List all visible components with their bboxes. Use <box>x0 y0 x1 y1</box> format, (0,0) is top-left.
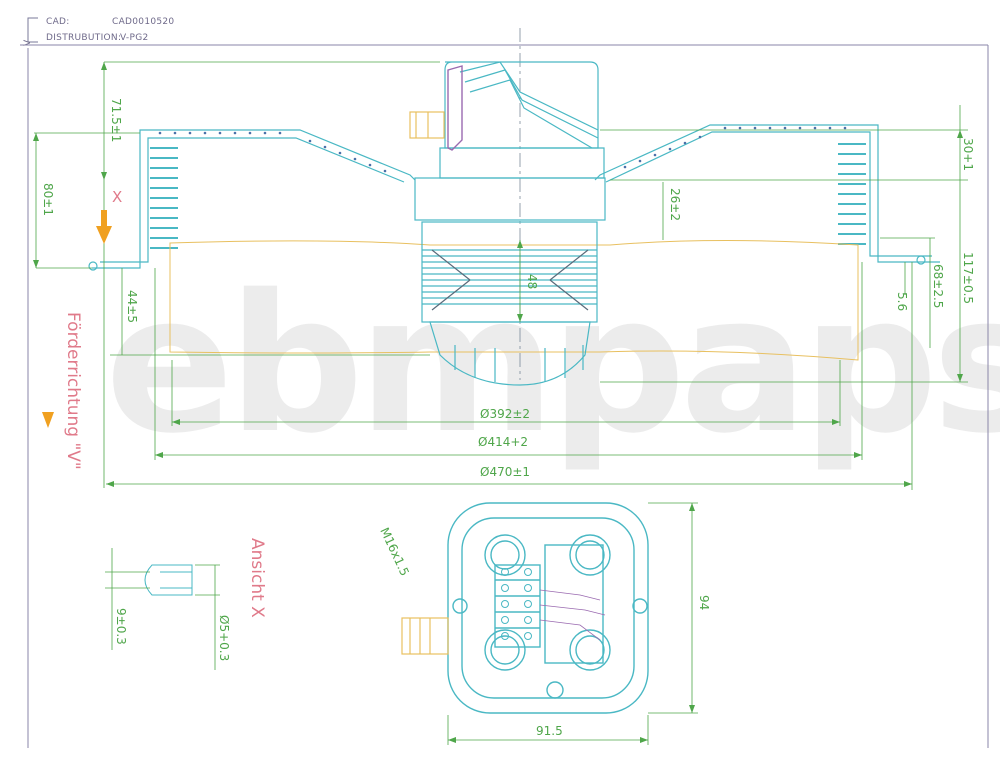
wiring <box>539 589 606 641</box>
dim-dia-392: Ø392±2 <box>480 407 530 421</box>
flow-direction-label: Förderrichtung "V" <box>63 312 83 470</box>
distribution-value: V-PG2 <box>120 33 149 43</box>
view-x-arrow-icon <box>96 210 112 244</box>
dim-left-lower: 44±5 <box>125 290 139 323</box>
corner-mark: V <box>23 39 33 46</box>
dimension-lines <box>34 61 968 490</box>
dim-right-outer: 117±0.5 <box>961 252 975 304</box>
seal-profile <box>447 65 463 151</box>
dimension-arrows <box>33 62 963 487</box>
dim-thread: M16x1.5 <box>377 525 412 578</box>
view-label: Ansicht X <box>247 538 267 618</box>
box-dim-arrows <box>448 503 695 743</box>
motor <box>421 221 598 386</box>
flow-direction-arrow-icon <box>42 396 54 428</box>
terminal-box-top <box>414 61 606 221</box>
dim-dia-414: Ø414+2 <box>478 435 528 449</box>
dim-slot-dia: Ø5+0.3 <box>217 615 231 661</box>
housing-dots-left <box>158 131 387 173</box>
housing-slots-right <box>838 143 866 245</box>
view-x-label: X <box>112 188 122 206</box>
impeller-outline <box>169 240 859 361</box>
distribution-label: DISTRUBUTION: <box>46 33 121 43</box>
housing-dots-right <box>623 126 847 169</box>
fan-housing <box>88 124 940 271</box>
cad-label: CAD: <box>46 17 70 27</box>
box-dims <box>447 502 698 745</box>
dim-top-height: 71.5±1 <box>109 98 123 142</box>
dim-right-inner: 68±2.5 <box>931 264 945 308</box>
dim-box-width: 91.5 <box>536 724 563 738</box>
dim-left-height: 80±1 <box>41 183 55 216</box>
dim-motor-height: 48 <box>525 274 539 289</box>
terminal-screws <box>501 568 532 640</box>
housing-slots-left <box>150 147 178 249</box>
slot-detail <box>144 564 193 596</box>
cable-gland-view <box>401 617 449 655</box>
dim-hub-offset: 26±2 <box>668 188 682 221</box>
terminal-box-view <box>447 502 649 714</box>
dim-slot-width: 9±0.3 <box>114 608 128 645</box>
cable-gland-top <box>409 111 445 139</box>
slot-dims <box>105 548 220 670</box>
title-header: V CAD: CAD0010520 DISTRUBUTION: V-PG2 <box>20 17 988 46</box>
watermark: ebmpapst <box>105 254 1000 475</box>
dim-right-top: 30+1 <box>961 138 975 171</box>
dim-box-height: 94 <box>697 595 711 610</box>
dim-dia-470: Ø470±1 <box>480 465 530 479</box>
cad-value: CAD0010520 <box>112 17 174 27</box>
dim-right-small: 5.6 <box>895 292 909 311</box>
